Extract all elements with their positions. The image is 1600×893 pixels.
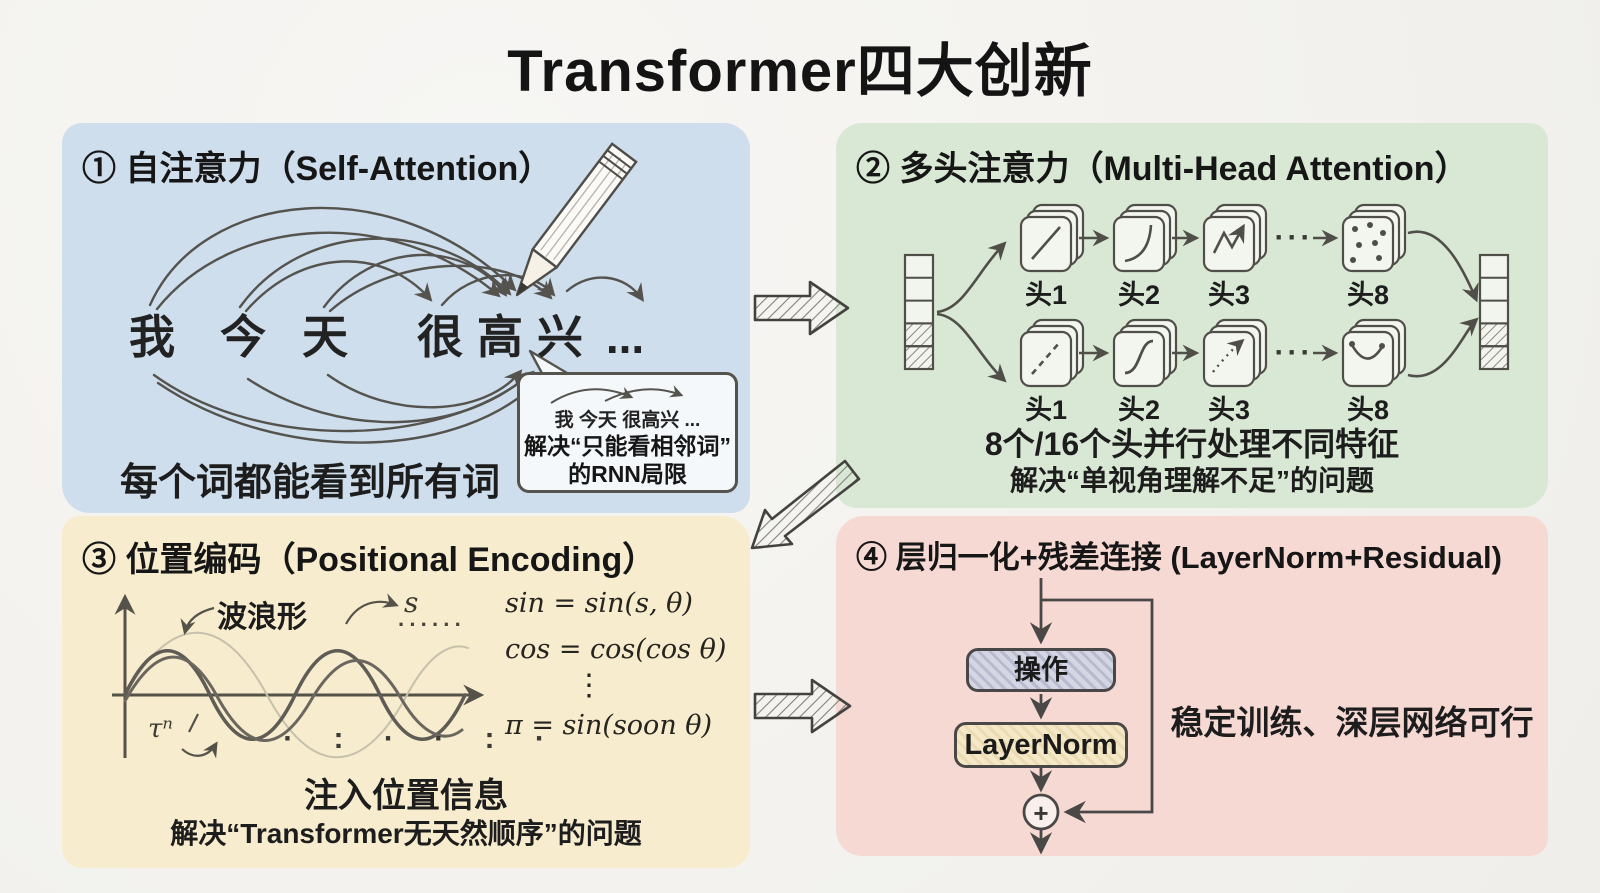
bubble-mini-arcs <box>549 385 683 404</box>
sentence-word: 我 <box>129 311 175 363</box>
head-card <box>1112 318 1178 388</box>
flow-lines <box>1029 578 1154 855</box>
layernorm-caption: 稳定训练、深层网络可行 <box>1170 704 1534 741</box>
sentence-ellipsis: ... <box>605 311 645 363</box>
head-card <box>1341 318 1407 388</box>
head-label: 头2 <box>1117 280 1161 310</box>
attention-arcs-top <box>148 206 645 313</box>
self-attention-caption: 每个词都能看到所有词 <box>120 462 501 504</box>
head-card <box>1019 203 1085 273</box>
sin-formula: sin = sin(s, θ) <box>505 588 693 619</box>
page-title: Transformer四大创新 <box>507 39 1093 104</box>
head-label: 头1 <box>1024 395 1068 425</box>
bubble-rnn-line: 的RNN局限 <box>568 461 687 487</box>
head-label: 头8 <box>1346 280 1390 310</box>
wave-ellipsis: ······ <box>398 612 466 637</box>
layernorm-box: LayerNorm <box>954 722 1128 768</box>
head-label: 头1 <box>1024 280 1068 310</box>
head-label: 头3 <box>1207 280 1251 310</box>
wave-shape-label: 波浪形 <box>217 601 307 634</box>
heads-ellipsis: ··· <box>1274 221 1314 254</box>
bubble-solves-line: 解决“只能看相邻词” <box>524 433 731 459</box>
output-vector-icon <box>1478 253 1510 371</box>
attention-arcs-bottom <box>152 369 543 444</box>
self-attention-heading: ① 自注意力（Self-Attention） <box>82 150 553 188</box>
heads-ellipsis: ··· <box>1274 336 1314 369</box>
head-card <box>1202 318 1268 388</box>
split-arrows <box>936 241 1007 383</box>
multi-head-sketch <box>903 203 1510 388</box>
pi-formula: π = sin(soon θ) <box>505 710 713 741</box>
position-dots-row: · : · · : · <box>283 722 561 755</box>
positional-caption: 注入位置信息 <box>304 777 508 815</box>
positional-subcaption: 解决“Transformer无天然顺序”的问题 <box>170 818 642 849</box>
head-card <box>1202 203 1268 273</box>
layernorm-heading: ④ 层归一化+残差连接 (LayerNorm+Residual) <box>856 540 1502 575</box>
arrow-blue-to-green <box>753 280 850 336</box>
operation-box: 操作 <box>966 648 1116 692</box>
multi-head-subcaption: 解决“单视角理解不足”的问题 <box>1009 465 1374 496</box>
residual-flow-sketch: + <box>1022 578 1154 855</box>
rnn-note-bubble: 我 今天 很高兴 ... 解决“只能看相邻词” 的RNN局限 <box>517 372 738 493</box>
panel-self-attention: ① 自注意力（Self-Attention） <box>62 123 750 513</box>
s-label: s <box>404 586 419 619</box>
head-label: 头8 <box>1346 395 1390 425</box>
annotation-arrows <box>180 593 399 759</box>
panel-positional-encoding: ③ 位置编码（Positional Encoding） <box>62 516 750 868</box>
formula-vdots: ⋮ <box>574 668 604 703</box>
multi-head-caption: 8个/16个头并行处理不同特征 <box>984 426 1400 462</box>
input-vector-icon <box>903 253 935 371</box>
head-cards-row1 <box>1019 203 1407 273</box>
positional-heading: ③ 位置编码（Positional Encoding） <box>82 541 657 579</box>
self-attention-sketch <box>148 142 645 444</box>
head-card <box>1341 203 1407 273</box>
tau-n-label: τⁿ <box>148 714 173 744</box>
sentence-word: 天 <box>302 311 348 363</box>
multi-head-heading: ② 多头注意力（Multi-Head Attention） <box>856 150 1469 188</box>
panel-multi-head: ② 多头注意力（Multi-Head Attention） <box>836 123 1548 508</box>
sentence-word: 很 <box>417 311 463 363</box>
head-label: 头2 <box>1117 395 1161 425</box>
head-label: 头3 <box>1207 395 1251 425</box>
head-card <box>1112 203 1178 273</box>
head-card <box>1019 318 1085 388</box>
sentence-word: 今 <box>220 311 266 363</box>
head-cards-row2 <box>1019 318 1407 388</box>
panel-layernorm-residual: ④ 层归一化+残差连接 (LayerNorm+Residual) + 操作 La… <box>836 516 1548 856</box>
bubble-sentence: 我 今天 很高兴 ... <box>554 410 701 431</box>
sentence-word: 兴 <box>537 311 583 363</box>
positional-sketch <box>112 593 485 759</box>
sentence-word: 高 <box>477 311 523 363</box>
plus-glyph: + <box>1033 798 1048 828</box>
pencil-icon <box>515 142 638 297</box>
merge-arrows <box>1407 230 1479 378</box>
residual-add-icon <box>1022 793 1060 831</box>
cos-formula: cos = cos(cos θ) <box>505 634 727 665</box>
